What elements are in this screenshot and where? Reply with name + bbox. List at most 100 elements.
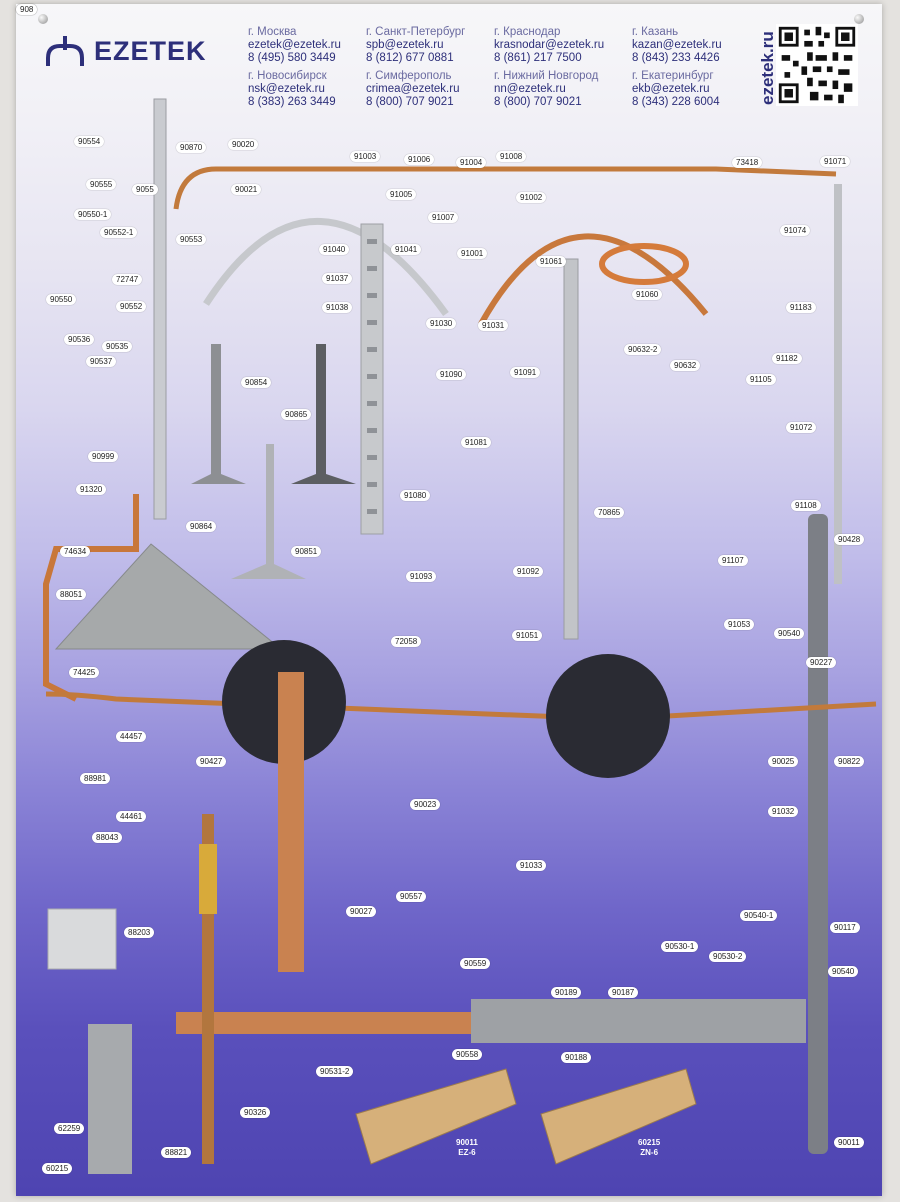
product-tag: 90559 bbox=[460, 958, 491, 969]
product-tag: 91053 bbox=[724, 619, 755, 630]
product-tag: 91032 bbox=[768, 806, 799, 817]
product-tag: 90536 bbox=[64, 334, 95, 345]
brand-logo: EZETEK bbox=[44, 34, 207, 68]
brand-name: EZETEK bbox=[94, 35, 207, 66]
product-tag: 90011 bbox=[834, 1137, 864, 1148]
product-tag: 91093 bbox=[406, 571, 437, 582]
city-phone: 8 (843) 233 4426 bbox=[632, 52, 720, 64]
product-tag: 91004 bbox=[456, 157, 487, 168]
product-tag: 90020 bbox=[228, 139, 259, 150]
product-tag: 91008 bbox=[496, 151, 527, 162]
contact-yekaterinburg: г. Екатеринбург ekb@ezetek.ru 8 (343) 22… bbox=[632, 70, 762, 109]
product-tag: 90540 bbox=[774, 628, 805, 639]
product-tag: 90553 bbox=[176, 234, 207, 245]
contact-spb: г. Санкт-Петербург spb@ezetek.ru 8 (812)… bbox=[366, 26, 496, 65]
product-tag: 91080 bbox=[400, 490, 431, 501]
product-tag: 44457 bbox=[116, 731, 147, 742]
vertical-strip bbox=[563, 258, 579, 640]
product-tag: 88203 bbox=[124, 927, 155, 938]
city-name: г. Новосибирск bbox=[248, 70, 327, 82]
product-tag: 91031 bbox=[478, 320, 509, 331]
galvanized-arc bbox=[203, 218, 449, 317]
city-phone: 8 (812) 677 0881 bbox=[366, 52, 454, 64]
product-tag: 91007 bbox=[428, 212, 459, 223]
product-tag: 88981 bbox=[80, 773, 111, 784]
city-name: г. Санкт-Петербург bbox=[366, 26, 466, 38]
support-stand bbox=[88, 1024, 132, 1174]
kit-label-zn6: 60215 ZN-6 bbox=[638, 1138, 660, 1158]
product-tag: 90025 bbox=[768, 756, 799, 767]
contacts-block: г. Москва ezetek@ezetek.ru 8 (495) 580 3… bbox=[248, 26, 768, 112]
product-tag: 90428 bbox=[834, 534, 865, 545]
kit-box-ez6 bbox=[355, 1068, 517, 1165]
logo-icon bbox=[46, 36, 84, 66]
vertical-rod bbox=[153, 98, 167, 520]
copper-band bbox=[599, 243, 689, 285]
product-tag: 91090 bbox=[436, 369, 467, 380]
kit-box-zn6 bbox=[540, 1068, 697, 1165]
copper-strip-horizontal bbox=[176, 1012, 476, 1034]
mounting-bolt bbox=[854, 14, 864, 24]
product-tag: 91006 bbox=[404, 154, 435, 165]
product-tag: 90554 bbox=[74, 136, 105, 147]
product-tag: 90552 bbox=[116, 301, 147, 312]
product-tag: 91041 bbox=[391, 244, 422, 255]
stand-90854 bbox=[191, 344, 246, 484]
copper-pipe-left bbox=[43, 494, 139, 702]
city-email: ezetek@ezetek.ru bbox=[248, 39, 341, 51]
product-tag: 91183 bbox=[786, 302, 816, 313]
product-tag: 91081 bbox=[461, 437, 492, 448]
product-tag: 90540 bbox=[828, 966, 859, 977]
product-tag: 90557 bbox=[396, 891, 427, 902]
city-email: kazan@ezetek.ru bbox=[632, 39, 722, 51]
product-tag: 62259 bbox=[54, 1123, 85, 1134]
product-tag: 90189 bbox=[551, 987, 582, 998]
product-tag: 91074 bbox=[780, 225, 811, 236]
product-tag: 90027 bbox=[346, 906, 377, 917]
product-tag: 74425 bbox=[69, 667, 100, 678]
ground-rod bbox=[808, 514, 828, 1154]
product-tag: 908 bbox=[16, 4, 38, 15]
city-email: nsk@ezetek.ru bbox=[248, 83, 325, 95]
product-tag: 91091 bbox=[510, 367, 541, 378]
round-box-right bbox=[546, 654, 670, 778]
product-tag: 90117 bbox=[830, 922, 860, 933]
copper-conductor-top bbox=[173, 166, 837, 210]
copper-conductor-middle bbox=[45, 691, 877, 722]
contact-moscow: г. Москва ezetek@ezetek.ru 8 (495) 580 3… bbox=[248, 26, 378, 65]
stand-90851 bbox=[231, 444, 306, 579]
kit-code: 60215 bbox=[638, 1138, 661, 1147]
product-tag: 9055 bbox=[132, 184, 158, 195]
city-name: г. Краснодар bbox=[494, 26, 561, 38]
city-name: г. Екатеринбург bbox=[632, 70, 714, 82]
product-tag: 88043 bbox=[92, 832, 123, 843]
city-name: г. Симферополь bbox=[366, 70, 452, 82]
product-tag: 90530-1 bbox=[661, 941, 699, 952]
contact-kazan: г. Казань kazan@ezetek.ru 8 (843) 233 44… bbox=[632, 26, 762, 65]
city-phone: 8 (383) 263 3449 bbox=[248, 96, 336, 108]
product-tag: 90632 bbox=[670, 360, 701, 371]
kit-label-ez6: 90011 EZ-6 bbox=[456, 1138, 478, 1158]
city-phone: 8 (495) 580 3449 bbox=[248, 52, 336, 64]
product-tag: 91182 bbox=[772, 353, 802, 364]
product-tag: 90187 bbox=[608, 987, 639, 998]
contact-krasnodar: г. Краснодар krasnodar@ezetek.ru 8 (861)… bbox=[494, 26, 624, 65]
product-tag: 91005 bbox=[386, 189, 417, 200]
product-tag: 91033 bbox=[516, 860, 547, 871]
product-tag: 90854 bbox=[241, 377, 272, 388]
product-tag: 90537 bbox=[86, 356, 117, 367]
city-email: spb@ezetek.ru bbox=[366, 39, 444, 51]
copper-strip-vertical bbox=[278, 672, 304, 972]
city-phone: 8 (861) 217 7500 bbox=[494, 52, 582, 64]
product-tag: 90550-1 bbox=[74, 209, 112, 220]
qr-code bbox=[776, 24, 858, 106]
product-tag: 90188 bbox=[561, 1052, 592, 1063]
product-tag: 91001 bbox=[457, 248, 488, 259]
product-tag: 91105 bbox=[746, 374, 776, 385]
product-tag: 90326 bbox=[240, 1107, 271, 1118]
kit-name: EZ-6 bbox=[458, 1148, 476, 1157]
city-phone: 8 (800) 707 9021 bbox=[366, 96, 454, 108]
product-tag: 91003 bbox=[350, 151, 381, 162]
product-display-board: EZETEK г. Москва ezetek@ezetek.ru 8 (495… bbox=[16, 4, 882, 1196]
product-tag: 60215 bbox=[42, 1163, 73, 1174]
